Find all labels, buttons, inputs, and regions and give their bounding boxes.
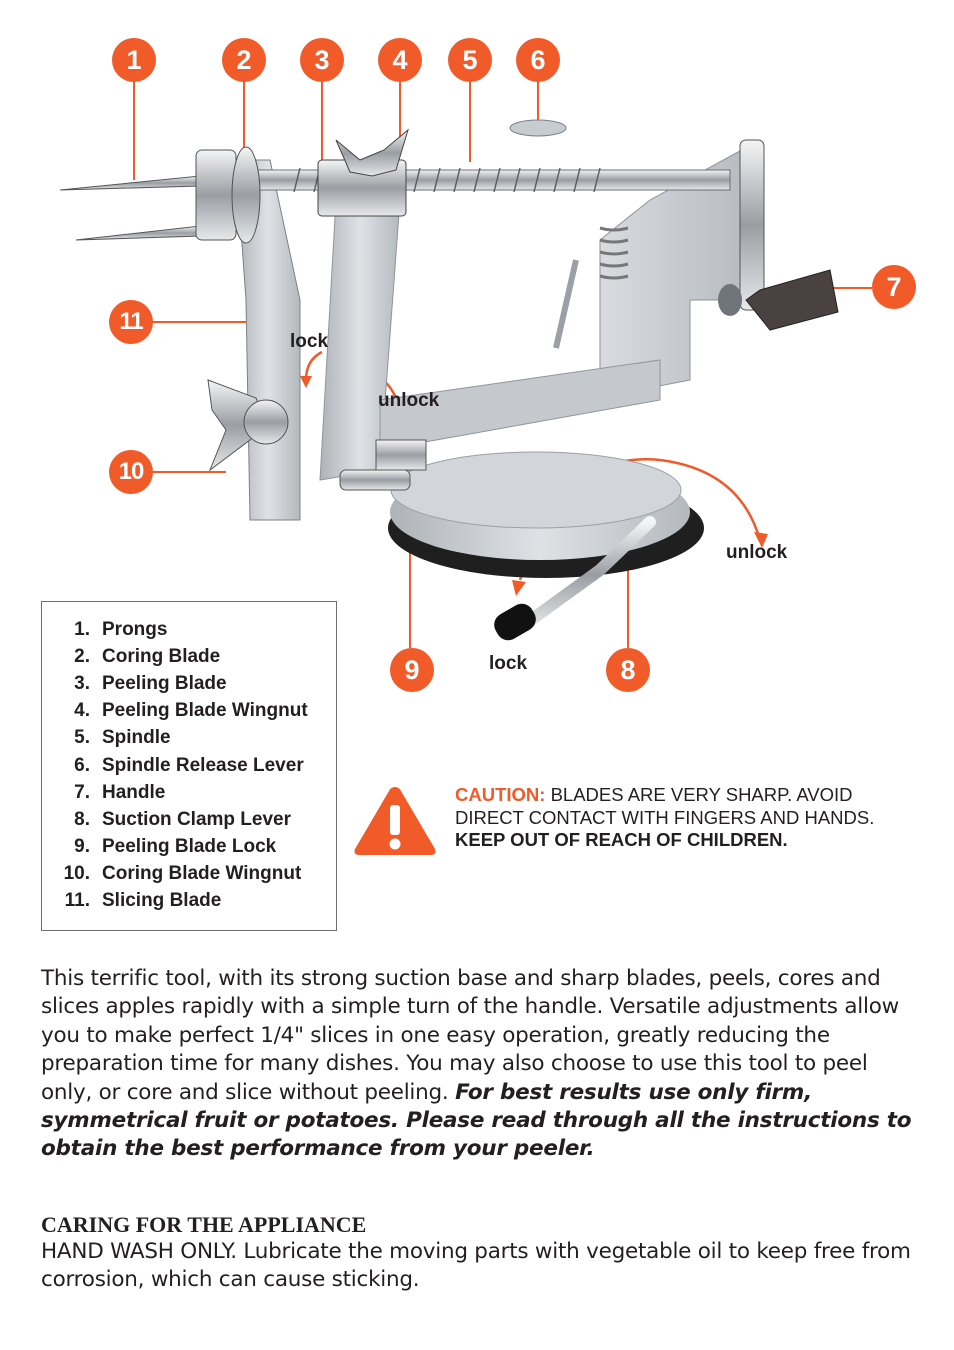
list-item: 1. Prongs bbox=[42, 616, 336, 643]
label-unlock-right: unlock bbox=[726, 542, 788, 563]
callout-3: 3 bbox=[300, 38, 344, 82]
list-item: 9. Peeling Blade Lock bbox=[42, 834, 336, 861]
part-name: Prongs bbox=[102, 618, 168, 640]
part-name: Coring Blade Wingnut bbox=[102, 863, 302, 885]
part-number: 4. bbox=[74, 700, 90, 722]
parts-list: 1. Prongs 2. Coring Blade 3. Peeling Blade … bbox=[42, 602, 336, 915]
intro-emphasis: For best results use only firm, symmetri… bbox=[41, 1079, 912, 1162]
part-number: 5. bbox=[74, 727, 90, 749]
part-name: Spindle bbox=[102, 727, 171, 749]
caution-label: CAUTION: bbox=[455, 784, 546, 805]
part-number: 3. bbox=[74, 672, 90, 694]
label-unlock-mid: unlock bbox=[378, 390, 440, 411]
callout-4: 4 bbox=[378, 38, 422, 82]
list-item: 11. Slicing Blade bbox=[42, 888, 336, 915]
part-number: 1. bbox=[74, 618, 90, 640]
callout-7: 7 bbox=[872, 265, 916, 309]
list-item: 2. Coring Blade bbox=[42, 643, 336, 670]
callout-2: 2 bbox=[222, 38, 266, 82]
caution-keep-away: KEEP OUT OF REACH OF CHILDREN. bbox=[455, 829, 788, 850]
part-name: Slicing Blade bbox=[102, 890, 222, 912]
callout-6: 6 bbox=[516, 38, 560, 82]
callout-9: 9 bbox=[390, 648, 434, 692]
part-name: Spindle Release Lever bbox=[102, 754, 304, 776]
part-number: 8. bbox=[74, 808, 90, 830]
part-name: Peeling Blade bbox=[102, 672, 227, 694]
list-item: 4. Peeling Blade Wingnut bbox=[42, 698, 336, 725]
parts-list-box: 1. Prongs 2. Coring Blade 3. Peeling Blade … bbox=[41, 601, 337, 931]
part-name: Suction Clamp Lever bbox=[102, 808, 291, 830]
part-name: Peeling Blade Lock bbox=[102, 836, 277, 858]
intro-text: This terrific tool, with its strong suct… bbox=[41, 966, 899, 1105]
callout-11: 11 bbox=[109, 300, 153, 344]
callout-8: 8 bbox=[606, 648, 650, 692]
part-name: Coring Blade bbox=[102, 645, 221, 667]
callout-10: 10 bbox=[109, 450, 153, 494]
list-item: 7. Handle bbox=[42, 779, 336, 806]
list-item: 10. Coring Blade Wingnut bbox=[42, 861, 336, 888]
part-number: 11. bbox=[64, 890, 90, 912]
care-paragraph: HAND WASH ONLY. Lubricate the moving par… bbox=[41, 1239, 911, 1293]
peeler-illustration bbox=[59, 80, 872, 648]
callout-1: 1 bbox=[112, 38, 156, 82]
part-number: 6. bbox=[74, 754, 90, 776]
part-number: 2. bbox=[74, 645, 90, 667]
list-item: 3. Peeling Blade bbox=[42, 670, 336, 697]
caution-text: BLADES ARE VERY SHARP. AVOID DIRECT CONT… bbox=[455, 784, 875, 828]
intro-paragraph: This terrific tool, with its strong suct… bbox=[41, 965, 921, 1164]
peeler-diagram: 1 2 3 4 5 6 7 8 9 10 11 lock unlock unlo… bbox=[59, 38, 916, 692]
part-name: Handle bbox=[102, 781, 166, 803]
label-lock-bottom: lock bbox=[489, 653, 528, 674]
list-item: 5. Spindle bbox=[42, 725, 336, 752]
caution-notice: CAUTION: BLADES ARE VERY SHARP. AVOID DI… bbox=[455, 784, 925, 852]
warning-icon bbox=[354, 787, 436, 855]
part-number: 9. bbox=[74, 836, 90, 858]
callout-5: 5 bbox=[448, 38, 492, 82]
part-number: 10. bbox=[63, 863, 90, 885]
part-number: 7. bbox=[74, 781, 90, 803]
list-item: 8. Suction Clamp Lever bbox=[42, 806, 336, 833]
list-item: 6. Spindle Release Lever bbox=[42, 752, 336, 779]
label-lock-top: lock bbox=[290, 331, 329, 352]
part-name: Peeling Blade Wingnut bbox=[102, 700, 308, 722]
care-heading: CARING FOR THE APPLIANCE bbox=[41, 1212, 367, 1237]
